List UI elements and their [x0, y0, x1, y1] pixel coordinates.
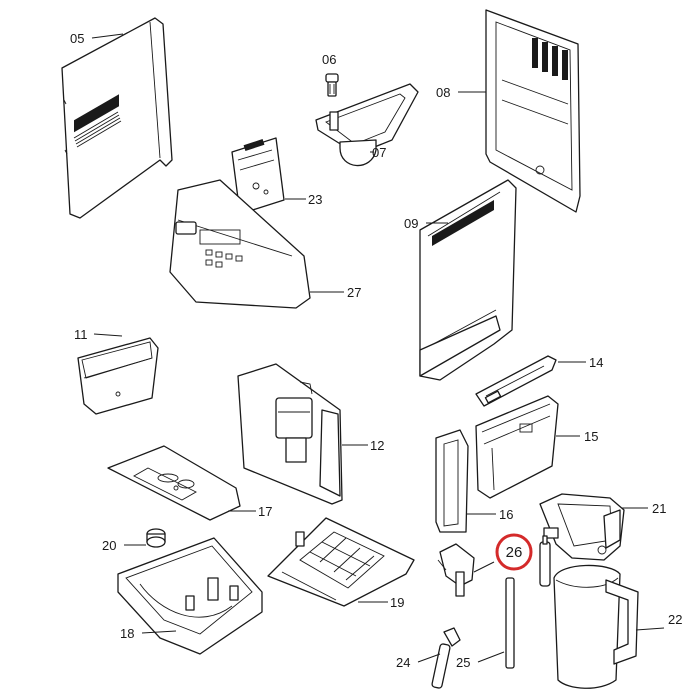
label-21: 21: [652, 501, 666, 516]
highlight-ring-26[interactable]: 26: [495, 533, 533, 571]
button-grid: [199, 229, 243, 268]
label-12: 12: [370, 438, 384, 453]
part-19-grounds-frame[interactable]: [267, 517, 415, 607]
part-27-front-panel[interactable]: [169, 179, 311, 309]
label-26: 26: [506, 544, 523, 561]
label-24: 24: [396, 655, 410, 670]
label-25: 25: [456, 655, 470, 670]
label-22: 22: [668, 612, 682, 627]
label-16: 16: [499, 507, 513, 522]
part-15-reservoir[interactable]: [475, 395, 559, 499]
part-09-side-panel[interactable]: [419, 179, 517, 381]
part-24-connector[interactable]: [431, 627, 461, 689]
label-20: 20: [102, 538, 116, 553]
label-27: 27: [347, 285, 361, 300]
part-21-pipe[interactable]: [539, 535, 551, 587]
label-08: 08: [436, 85, 450, 100]
vent-slots: [73, 94, 122, 148]
part-14-flap[interactable]: [475, 355, 557, 407]
part-16-door[interactable]: [435, 429, 469, 533]
part-21-jug-lid[interactable]: [539, 493, 625, 561]
label-18: 18: [120, 626, 134, 641]
part-18-drip-tray[interactable]: [117, 537, 263, 655]
vent-grid: [532, 38, 568, 80]
part-26-valve-block[interactable]: [437, 543, 475, 597]
grid-cells: [309, 537, 375, 581]
label-05: 05: [70, 31, 84, 46]
part-23-control-board[interactable]: [231, 137, 285, 215]
part-05-side-panel[interactable]: [61, 17, 173, 219]
part-06-knob[interactable]: [325, 73, 339, 97]
label-23: 23: [308, 192, 322, 207]
part-12-front-cover[interactable]: [237, 363, 343, 505]
part-07-tank-lid[interactable]: [315, 83, 419, 167]
label-09: 09: [404, 216, 418, 231]
part-22-milk-jug[interactable]: [553, 564, 639, 689]
part-17-drip-plate[interactable]: [107, 445, 241, 521]
label-19: 19: [390, 595, 404, 610]
label-07: 07: [372, 145, 386, 160]
part-11-bin[interactable]: [77, 337, 159, 415]
part-25-rod[interactable]: [505, 577, 515, 669]
label-06: 06: [322, 52, 336, 67]
label-15: 15: [584, 429, 598, 444]
label-17: 17: [258, 504, 272, 519]
part-08-rear-panel[interactable]: [485, 9, 581, 213]
part-20-cap[interactable]: [146, 528, 166, 548]
label-14: 14: [589, 355, 603, 370]
label-11: 11: [74, 327, 88, 342]
vent-slots: [432, 200, 494, 246]
